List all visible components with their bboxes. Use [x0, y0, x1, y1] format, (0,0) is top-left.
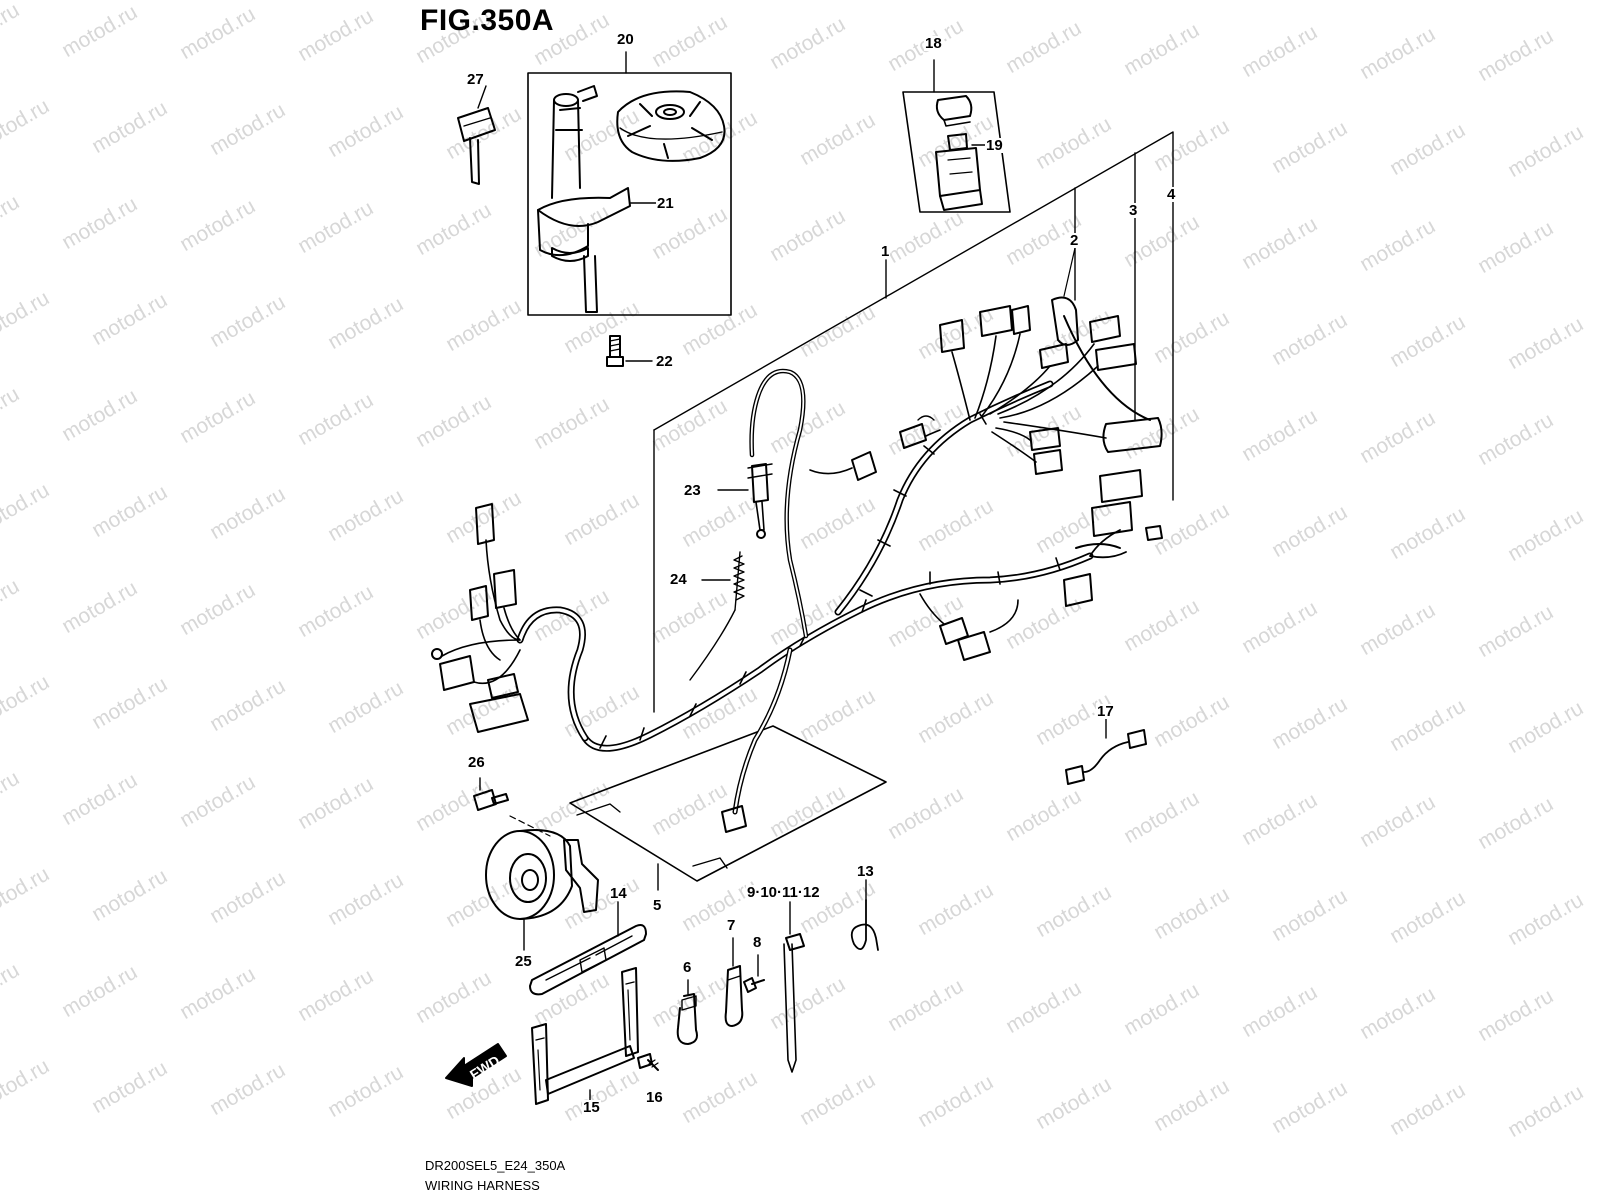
brake-switch-drawing: [717, 463, 773, 539]
callout-22: 22: [655, 353, 674, 370]
main-harness-drawing: [431, 247, 1163, 833]
relay-group-box: [902, 91, 1011, 213]
bolt-8-drawing: [743, 954, 765, 993]
ignition-key-drawing: [457, 85, 496, 185]
ignition-switch-group-box: [527, 72, 732, 316]
callout-21: 21: [656, 195, 675, 212]
callout-9-12: 9·10·11·12: [746, 884, 821, 901]
starter-relay-drawing: [935, 95, 987, 211]
callout-19: 19: [985, 137, 1004, 154]
protector-sheet: [569, 725, 887, 882]
clip-13-drawing: [850, 879, 879, 951]
screw-22-drawing: [606, 335, 653, 367]
callout-13: 13: [856, 863, 875, 880]
fwd-arrow-drawing: [445, 1043, 507, 1087]
harness-frame: [653, 131, 1174, 501]
callout-2: 2: [1069, 232, 1080, 249]
callout-7: 7: [726, 917, 737, 934]
ignition-cover-drawing: [616, 90, 726, 162]
horn-bolt-drawing: [473, 777, 551, 837]
ignition-switch-drawing: [537, 85, 657, 313]
cable-tie-drawing: [783, 901, 805, 1073]
diagram-caption: WIRING HARNESS: [425, 1178, 540, 1193]
clamp-6-drawing: [676, 979, 698, 1045]
callout-18: 18: [924, 35, 943, 52]
callout-8: 8: [752, 934, 763, 951]
figure-title: FIG.350A: [420, 4, 555, 37]
clamp-14-drawing: [529, 901, 647, 996]
screw-16-drawing: [637, 1053, 659, 1071]
callout-27: 27: [466, 71, 485, 88]
callout-3: 3: [1128, 202, 1139, 219]
callout-24: 24: [669, 571, 688, 588]
callout-16: 16: [645, 1089, 664, 1106]
horn-drawing: [485, 829, 599, 951]
model-code: DR200SEL5_E24_350A: [425, 1158, 566, 1173]
callout-17: 17: [1096, 703, 1115, 720]
lead-wire-17-drawing: [1065, 711, 1147, 785]
callout-6: 6: [682, 959, 693, 976]
callout-20: 20: [616, 31, 635, 48]
return-spring-drawing: [689, 551, 745, 681]
callout-25: 25: [514, 953, 533, 970]
bracket-15-drawing: [531, 967, 639, 1105]
callout-5: 5: [652, 897, 663, 914]
callout-1: 1: [880, 243, 891, 260]
clamp-7-drawing: [724, 937, 744, 1027]
callout-15: 15: [582, 1099, 601, 1116]
callout-14: 14: [609, 885, 628, 902]
callout-23: 23: [683, 482, 702, 499]
callout-26: 26: [467, 754, 486, 771]
callout-4: 4: [1166, 186, 1177, 203]
